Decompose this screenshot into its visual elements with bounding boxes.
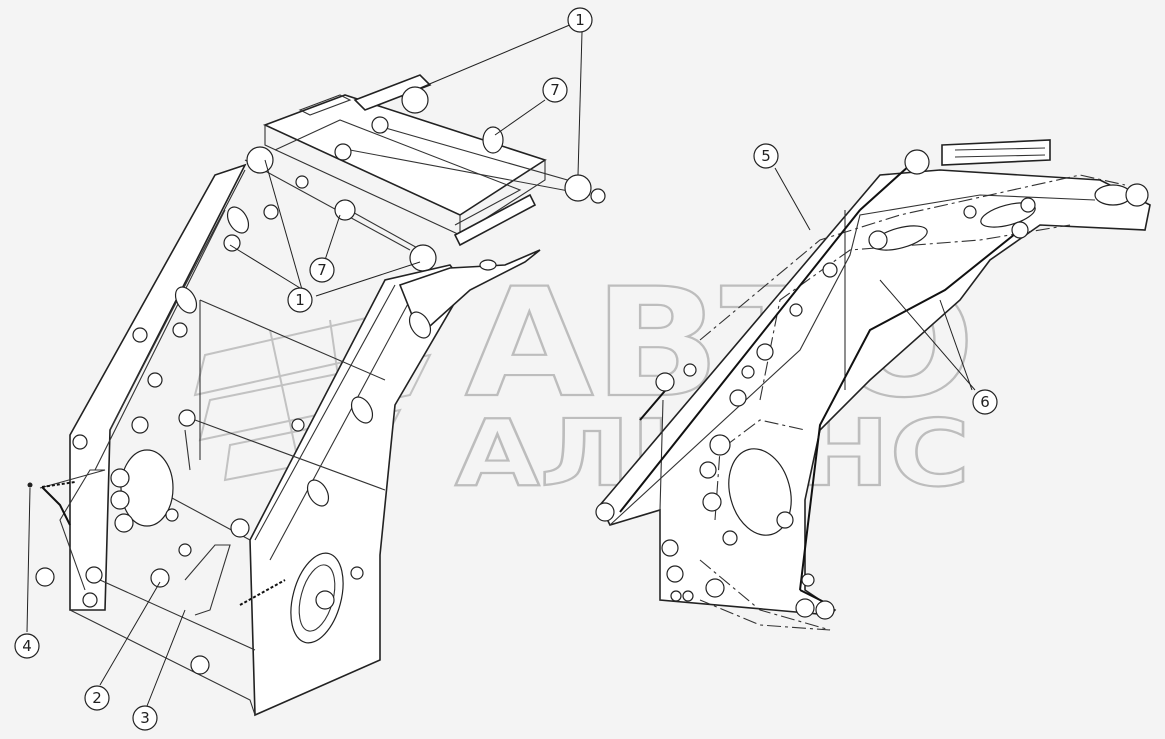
callout-1-mid-label: 1 [295,291,305,309]
callout-6-label: 6 [980,393,990,411]
callout-4: 4 [14,633,40,659]
main-frame [69,163,541,717]
callout-5: 5 [753,143,779,169]
leader-lines [26,23,976,707]
left-rollers [27,204,364,675]
callout-3: 3 [132,705,158,731]
callout-3-label: 3 [140,709,150,727]
callout-1-top: 1 [567,7,593,33]
callout-6: 6 [972,389,998,415]
callout-1-mid: 1 [287,287,313,313]
callout-4-label: 4 [22,637,32,655]
right-rollers [595,149,1149,620]
left-levers [39,469,286,616]
callout-7-top: 7 [542,77,568,103]
callout-2: 2 [84,685,110,711]
left-frame-assembly [27,74,606,717]
top-conveyor [244,74,591,256]
callout-5-label: 5 [761,147,771,165]
callouts: 1 1 7 7 5 6 4 2 [14,7,998,731]
callout-1-top-label: 1 [575,11,585,29]
callout-7-top-label: 7 [550,81,560,99]
right-frame-assembly [595,139,1151,631]
callout-7-mid: 7 [309,257,335,283]
callout-7-mid-label: 7 [317,261,327,279]
callout-2-label: 2 [92,689,102,707]
